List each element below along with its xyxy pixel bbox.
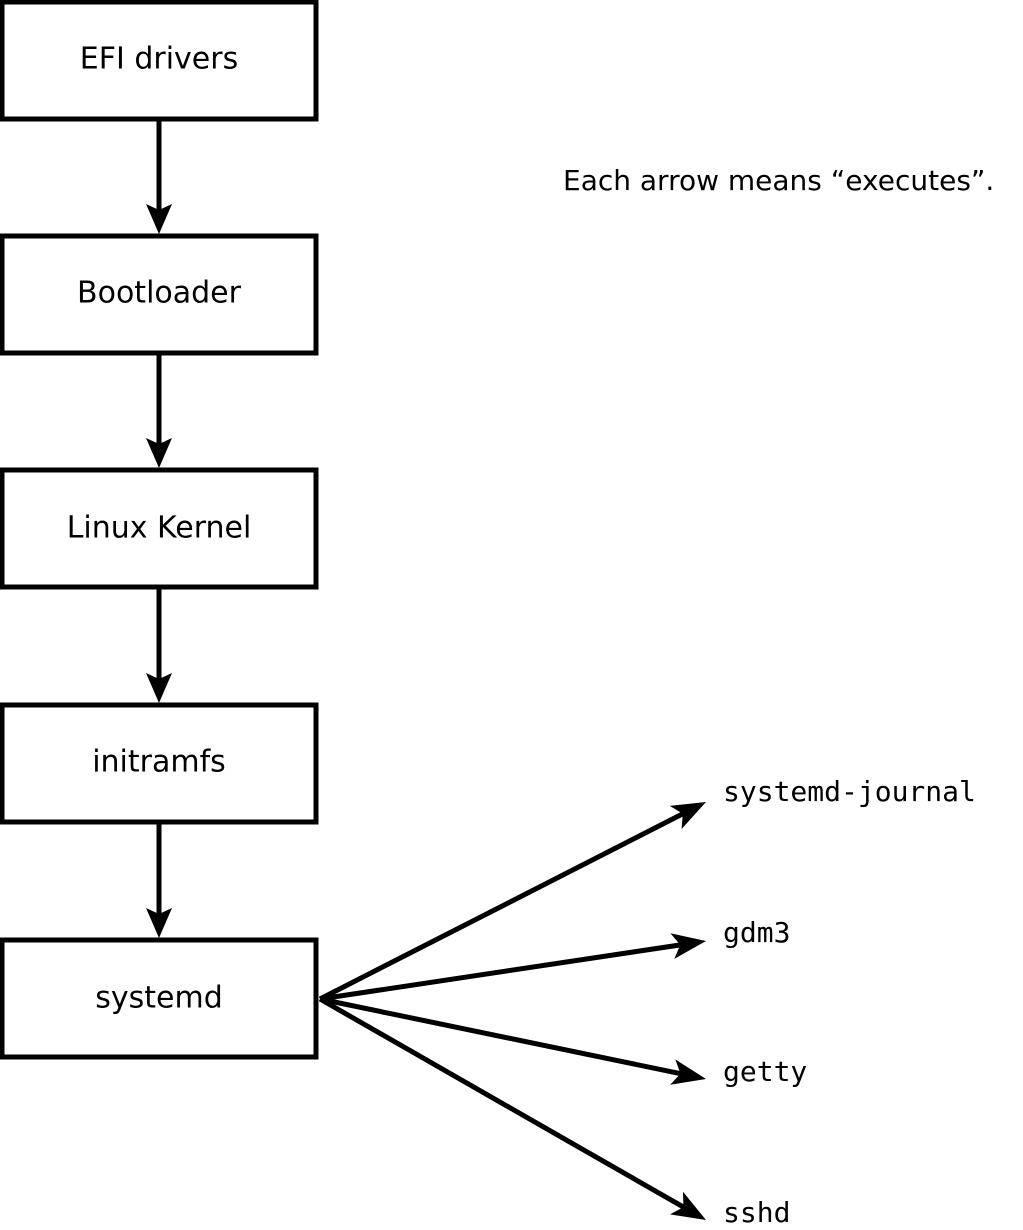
arrow-head-icon xyxy=(146,204,172,234)
connector-bootloader-to-kernel xyxy=(146,353,172,468)
stage-node-linux-kernel[interactable]: Linux Kernel xyxy=(0,467,319,590)
arrow-head-icon xyxy=(670,933,706,959)
stage-label: initramfs xyxy=(92,745,226,780)
fan-arrow-line xyxy=(319,996,684,1077)
arrow-head-icon xyxy=(146,673,172,703)
stage-label: EFI drivers xyxy=(80,42,238,77)
stage-label: systemd xyxy=(95,981,223,1016)
connector-efi-to-bootloader xyxy=(146,119,172,234)
stage-node-bootloader[interactable]: Bootloader xyxy=(0,233,319,356)
legend-note: Each arrow means “executes”. xyxy=(563,164,994,197)
arrow-head-icon xyxy=(146,908,172,938)
arrow-head-icon xyxy=(670,1059,706,1085)
fan-arrow-getty xyxy=(319,996,706,1085)
arrow-head-icon xyxy=(669,802,706,829)
stage-node-efi-drivers[interactable]: EFI drivers xyxy=(0,0,319,122)
arrow-head-icon xyxy=(670,1191,706,1220)
connector-initramfs-to-systemd xyxy=(146,822,172,938)
stage-node-systemd[interactable]: systemd xyxy=(0,937,319,1060)
fan-arrow-systemd-journal xyxy=(318,802,706,1002)
fan-arrow-line xyxy=(318,810,686,1002)
service-label-getty: getty xyxy=(723,1055,807,1088)
fan-arrow-sshd xyxy=(318,996,706,1220)
service-label-gdm3: gdm3 xyxy=(723,916,790,949)
stage-label: Bootloader xyxy=(77,276,242,311)
connector-kernel-to-initramfs xyxy=(146,588,172,703)
fan-arrow-line xyxy=(318,996,687,1211)
service-label-systemd-journal: systemd-journal xyxy=(723,775,976,808)
service-label-sshd: sshd xyxy=(723,1196,790,1229)
arrow-head-icon xyxy=(146,438,172,468)
fan-arrow-gdm3 xyxy=(319,933,706,1002)
fan-arrow-line xyxy=(319,942,683,1002)
stage-label: Linux Kernel xyxy=(67,511,252,546)
stage-node-initramfs[interactable]: initramfs xyxy=(0,702,319,825)
